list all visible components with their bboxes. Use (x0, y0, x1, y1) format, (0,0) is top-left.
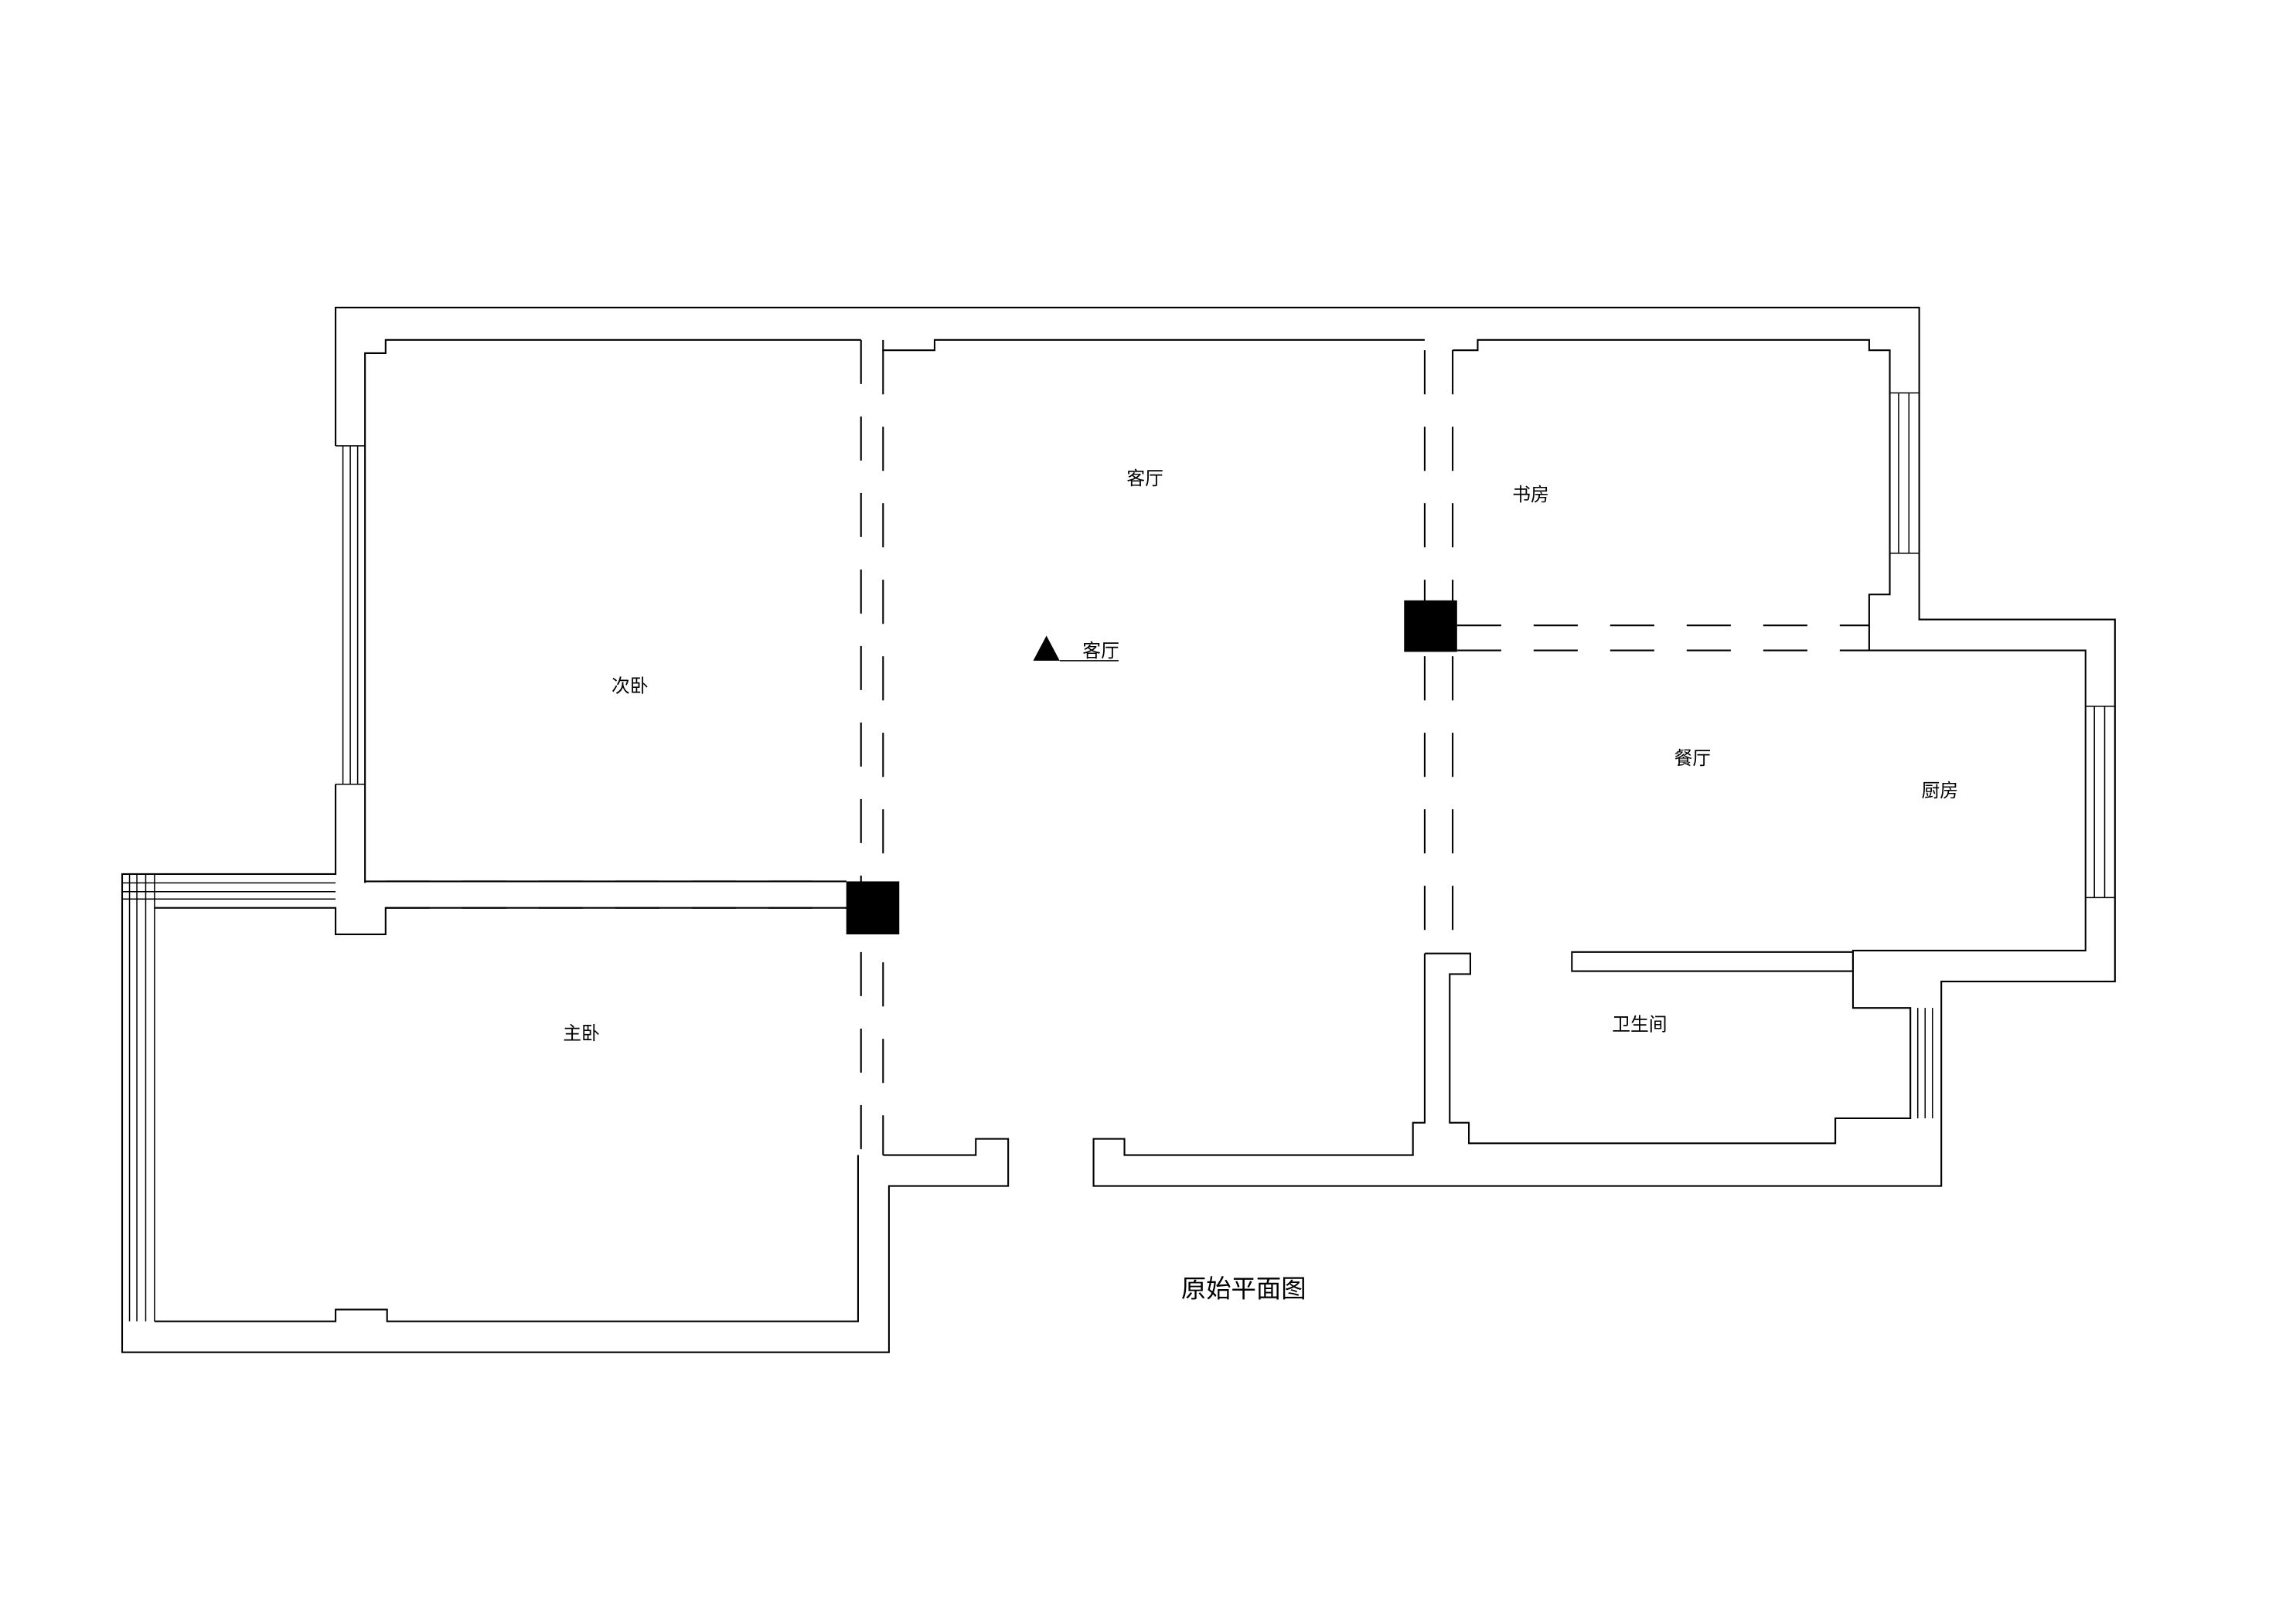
kitchen-counter (1571, 951, 1854, 972)
outer-wall-right (335, 306, 2116, 1187)
window-study (1889, 392, 1920, 554)
east-inner-wall (1424, 339, 2086, 1145)
master-bedroom-wall-bottom (154, 1155, 859, 1322)
windows (122, 392, 2115, 1322)
plan-title: 原始平面图 (1181, 1274, 1306, 1304)
label-dining-room: 餐厅 (1674, 747, 1712, 769)
label-kitchen: 厨房 (1921, 780, 1958, 801)
label-master-bedroom: 主卧 (563, 1022, 600, 1044)
window-second-bedroom (336, 445, 366, 785)
balcony-rail-west (128, 873, 155, 1322)
living-room-wall (882, 339, 1425, 352)
label-living-room-marker: 客厅 (1082, 640, 1119, 662)
label-second-bedroom: 次卧 (611, 675, 649, 697)
balcony-rail-north (122, 882, 336, 900)
dashed-openings (385, 339, 1869, 1155)
label-study: 书房 (1512, 484, 1549, 505)
label-living-room: 客厅 (1126, 468, 1163, 489)
triangle-marker-icon (1033, 635, 1060, 661)
walls (121, 306, 2116, 1353)
structural-column (846, 881, 900, 934)
window-bathroom (1909, 1008, 1933, 1118)
second-bedroom-wall (364, 339, 861, 883)
master-bedroom-wall-top (154, 907, 847, 936)
window-kitchen (2085, 706, 2115, 899)
label-bathroom: 卫生间 (1612, 1014, 1667, 1036)
outer-wall-left (121, 784, 1010, 1353)
structural-column (1404, 600, 1457, 652)
